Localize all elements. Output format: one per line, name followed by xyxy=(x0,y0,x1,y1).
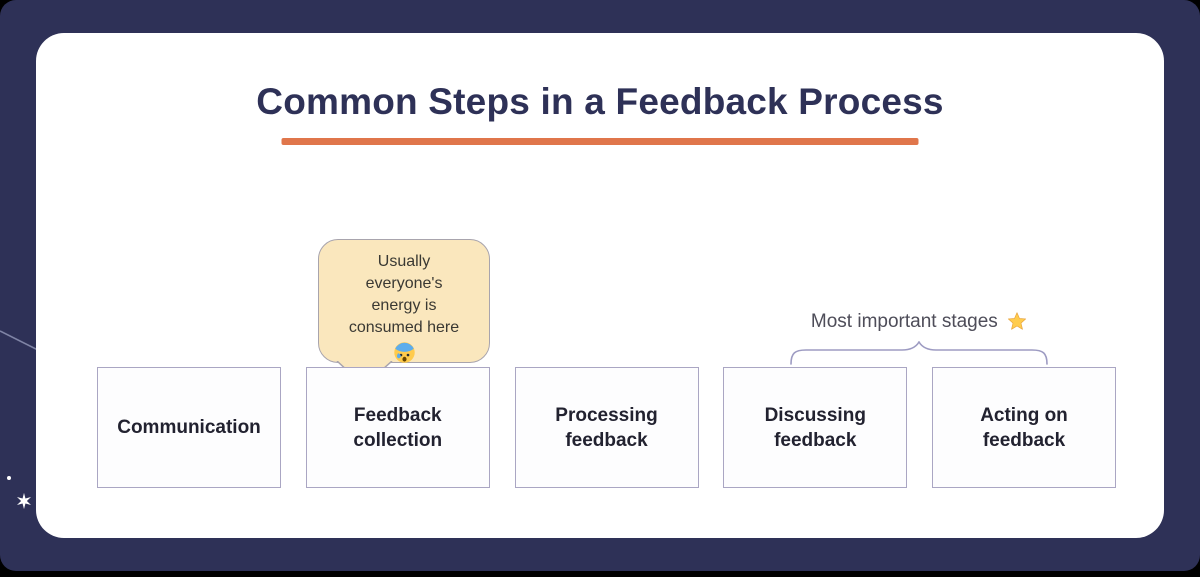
step-box-communication: Communication xyxy=(97,367,281,488)
step-box-discussing-feedback: Discussing feedback xyxy=(723,367,908,488)
step-label: Acting on feedback xyxy=(980,404,1068,451)
step-box-processing-feedback: Processing feedback xyxy=(514,367,699,488)
steps-row: Communication Feedback collection Proces… xyxy=(97,367,1116,488)
step-label: Feedback collection xyxy=(353,404,443,451)
title-underline xyxy=(281,138,919,145)
step-label: Communication xyxy=(117,417,261,438)
callout-bubble: Usually everyone's energy is consumed he… xyxy=(318,239,490,363)
slide-card: Common Steps in a Feedback Process Usual… xyxy=(36,33,1164,538)
step-label: Discussing feedback xyxy=(764,404,866,451)
anxious-face-with-sweat-emoji xyxy=(393,342,415,363)
star-icon xyxy=(1008,312,1027,330)
callout-text-line: energy is xyxy=(371,297,437,314)
annotation-label: Most important stages xyxy=(810,311,998,332)
callout-text-line: everyone's xyxy=(365,275,443,292)
step-label: Processing feedback xyxy=(555,404,658,451)
decorative-curve xyxy=(0,330,40,352)
curly-brace xyxy=(790,341,1048,365)
sparkle-icon xyxy=(16,492,32,510)
callout-text-line: Usually xyxy=(377,253,431,270)
page-title: Common Steps in a Feedback Process xyxy=(256,81,944,122)
decorative-dot xyxy=(7,476,11,480)
step-box-feedback-collection: Feedback collection xyxy=(305,367,490,488)
step-box-acting-on-feedback: Acting on feedback xyxy=(932,367,1116,488)
annotation: Most important stages xyxy=(790,311,1048,333)
callout-text-line: consumed here xyxy=(348,319,460,336)
